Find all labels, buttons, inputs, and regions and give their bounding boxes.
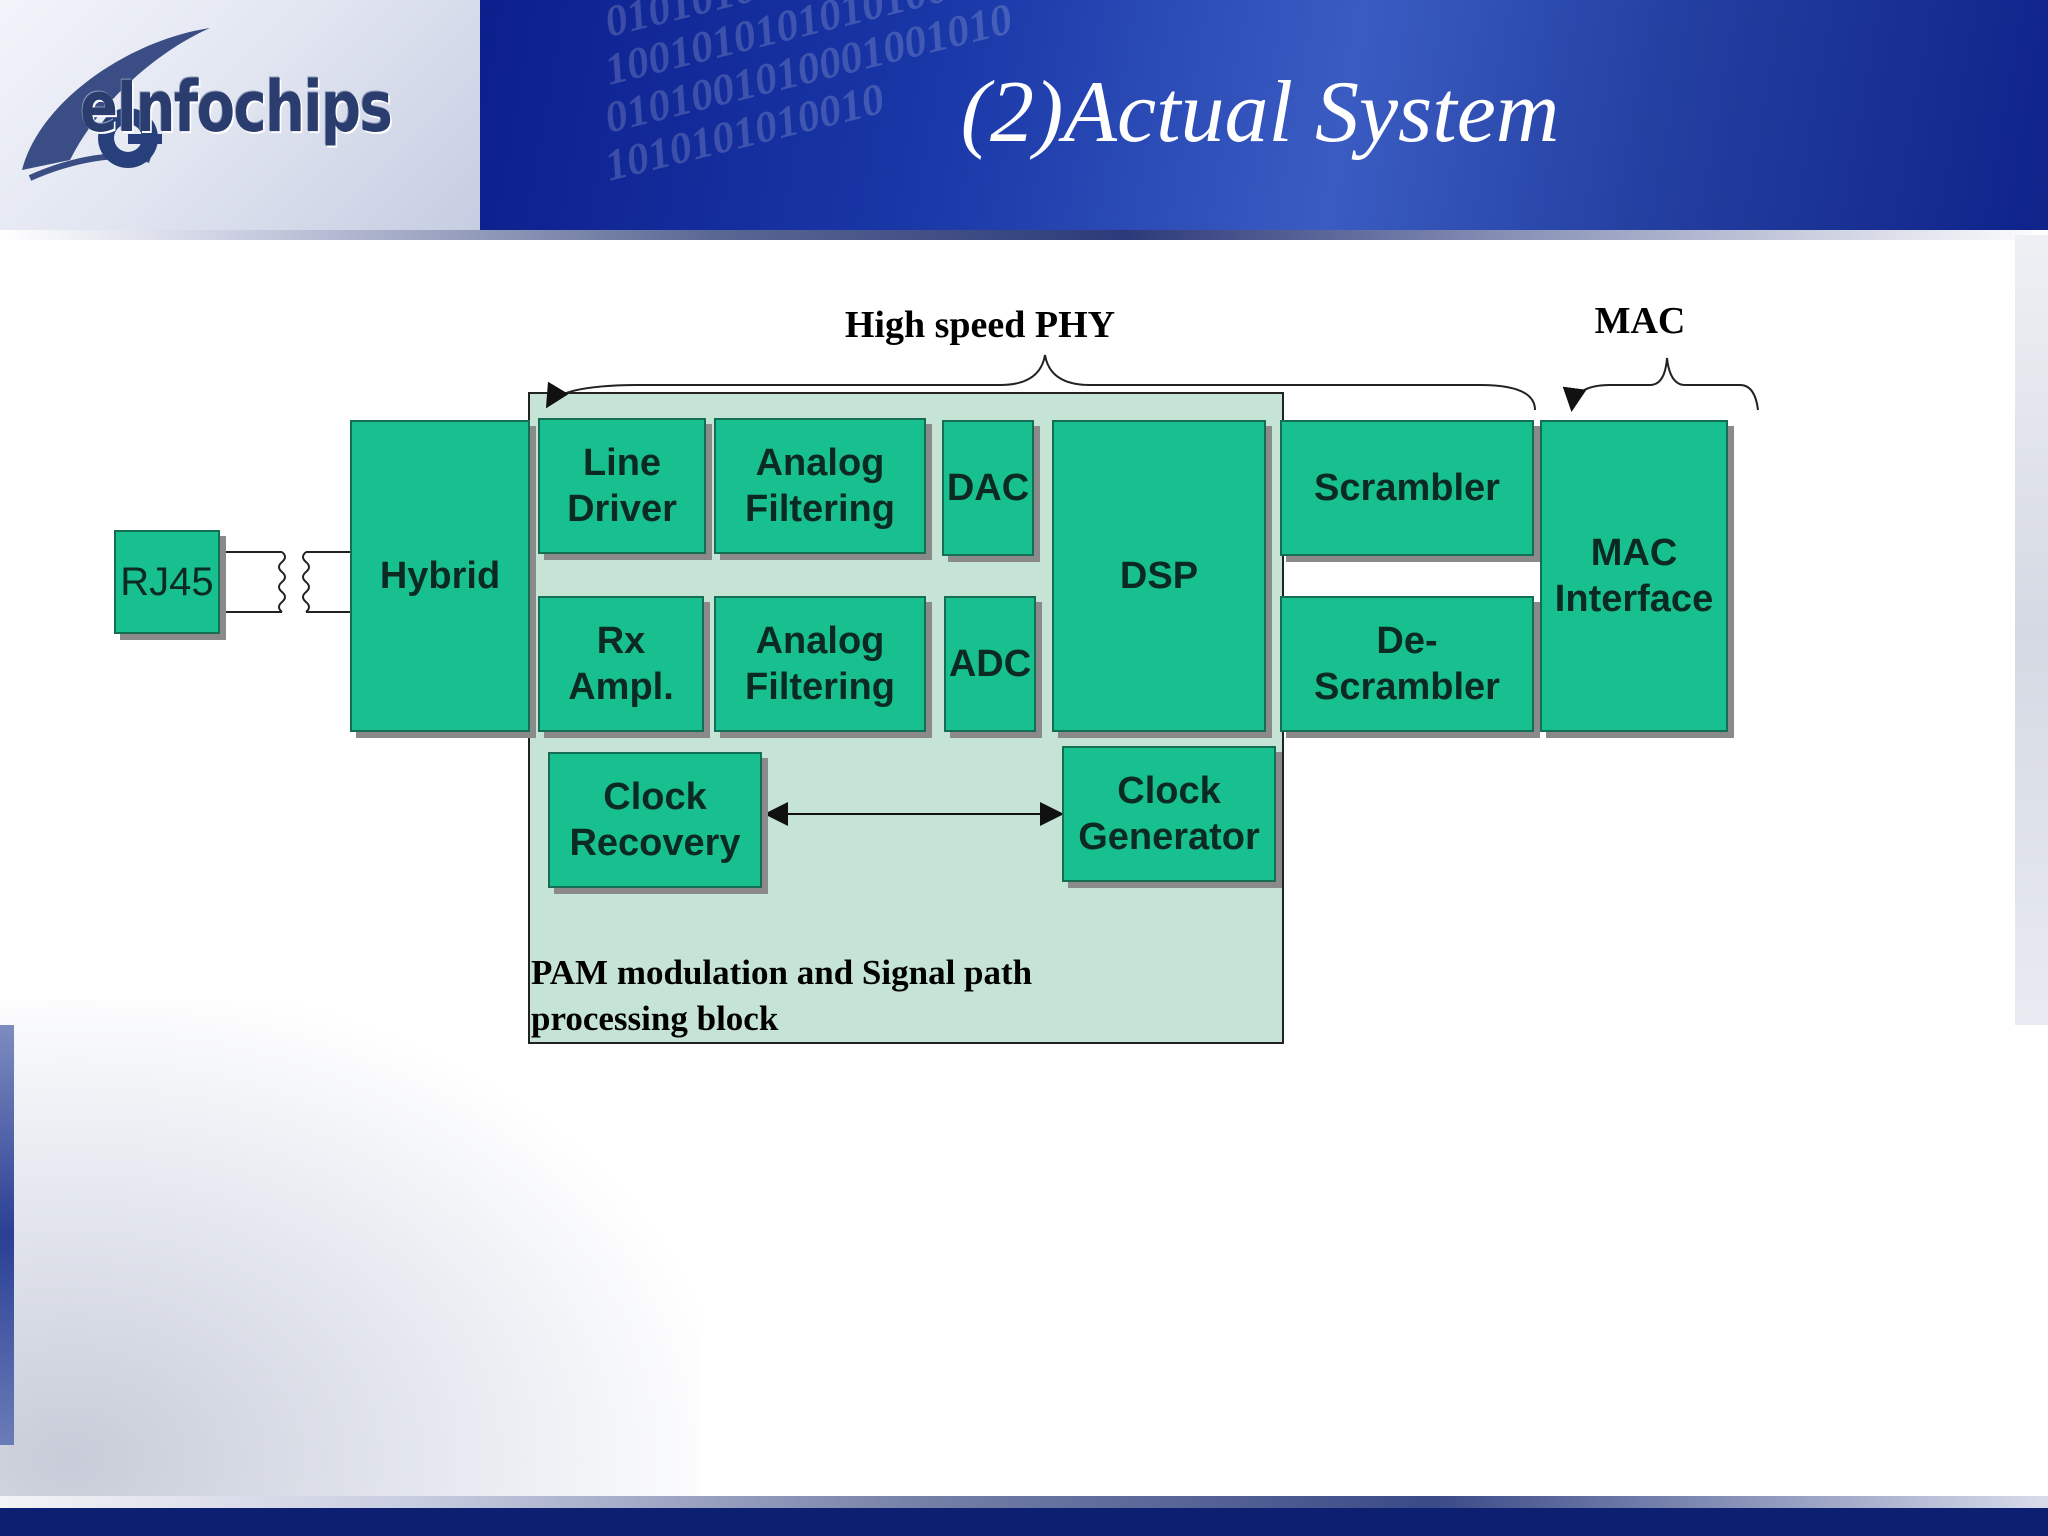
- rj45-block: RJ45: [114, 530, 220, 634]
- phy-brace: [545, 354, 1536, 411]
- transformer-icon: [224, 551, 352, 613]
- left-edge-strip: [0, 1025, 14, 1445]
- mac-interface-block: MAC Interface: [1540, 420, 1728, 732]
- scrambler-block: Scrambler: [1280, 420, 1534, 556]
- phy-label: High speed PHY: [844, 304, 1116, 346]
- right-edge-strip: [2015, 235, 2048, 1025]
- header-divider: [0, 230, 2048, 240]
- clock-generator-block: Clock Generator: [1062, 746, 1276, 882]
- clock-recovery-block: Clock Recovery: [548, 752, 762, 888]
- slide-header: 0101010100101100101010101010010101001010…: [0, 0, 2048, 230]
- slide-title: (2)Actual System: [960, 64, 1560, 161]
- dac-block: DAC: [942, 420, 1034, 556]
- adc-block: ADC: [944, 596, 1036, 732]
- logo-wordmark: eInfochips: [80, 66, 393, 148]
- company-logo: [10, 10, 470, 210]
- dsp-block: DSP: [1052, 420, 1266, 732]
- system-block-diagram: RJ45 Hybrid Line Driver Analog Filtering…: [0, 240, 2048, 1080]
- mac-brace: [1562, 357, 1759, 412]
- background-decoration: [0, 1000, 700, 1510]
- pam-region-label: PAM modulation and Signal path processin…: [531, 953, 1033, 1038]
- logo-swoosh-icon: [22, 28, 210, 181]
- analog-filtering-rx-block: Analog Filtering: [714, 596, 926, 732]
- rx-ampl-block: Rx Ampl.: [538, 596, 704, 732]
- header-banner: [480, 0, 2048, 230]
- mac-label: MAC: [1594, 300, 1686, 342]
- hybrid-block: Hybrid: [350, 420, 530, 732]
- footer-divider: [0, 1496, 2048, 1508]
- de-scrambler-block: De- Scrambler: [1280, 596, 1534, 732]
- line-driver-block: Line Driver: [538, 418, 706, 554]
- footer-bar: [0, 1508, 2048, 1536]
- analog-filtering-tx-block: Analog Filtering: [714, 418, 926, 554]
- diagram-connectors: [224, 354, 1759, 826]
